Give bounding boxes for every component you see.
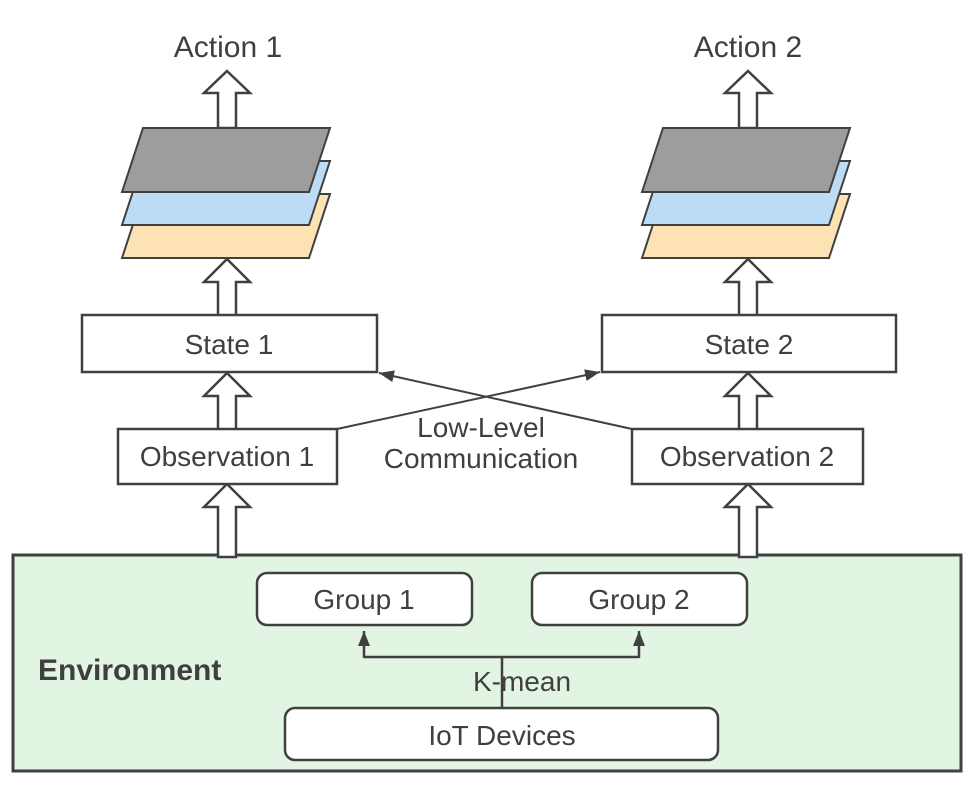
observation2-label: Observation 2: [660, 441, 834, 472]
policy-stack-1: [120, 127, 332, 259]
up-arrow-icon-stack1-to-action1: [200, 69, 254, 130]
kmean-connector: [358, 631, 645, 708]
state2-box: [600, 313, 898, 374]
action2-label: Action 2: [694, 31, 802, 64]
stack1-layer-top: [120, 127, 332, 193]
observation2-box: [630, 427, 865, 486]
state1-label: State 1: [185, 329, 274, 360]
environment-label: Environment: [38, 654, 221, 687]
observation1-label: Observation 1: [140, 441, 314, 472]
up-arrow-icon-state1-to-stack1: [200, 257, 254, 318]
kmean-label: K-mean: [473, 666, 571, 697]
stack2-layer-top: [640, 127, 852, 193]
group1-box: [255, 571, 474, 627]
up-arrow-icon-state2-to-stack2: [721, 257, 775, 318]
diagram-root: Action 1 Action 2 State 1 State 2 Observ…: [11, 31, 963, 773]
up-arrow-icon-observation2-to-state2: [721, 371, 775, 432]
comm-arrow-obs2-to-state1: [378, 370, 633, 430]
communication-connectors: [336, 369, 633, 430]
labels: Action 1 Action 2 State 1 State 2 Observ…: [38, 31, 834, 751]
iot-devices-label: IoT Devices: [428, 720, 575, 751]
state2-label: State 2: [705, 329, 794, 360]
comm-arrow-obs1-to-state2: [336, 369, 601, 430]
group1-label: Group 1: [313, 584, 414, 615]
node-boxes: [80, 313, 898, 762]
action1-label: Action 1: [174, 31, 282, 64]
low-level-comm-label-line2: Communication: [384, 443, 579, 474]
up-arrow-icon-environment-to-observation2: [721, 482, 775, 559]
observation1-box: [116, 427, 339, 486]
up-arrow-icon-observation1-to-state1: [200, 371, 254, 432]
group2-label: Group 2: [588, 584, 689, 615]
up-arrow-icon-environment-to-observation1: [200, 482, 254, 559]
policy-stack-2: [640, 127, 852, 259]
group2-box: [530, 571, 749, 627]
state1-box: [80, 313, 379, 374]
low-level-comm-label-line1: Low-Level: [417, 412, 545, 443]
up-arrow-icon-stack2-to-action2: [721, 69, 775, 130]
kmean-fork-lines: [364, 655, 639, 708]
